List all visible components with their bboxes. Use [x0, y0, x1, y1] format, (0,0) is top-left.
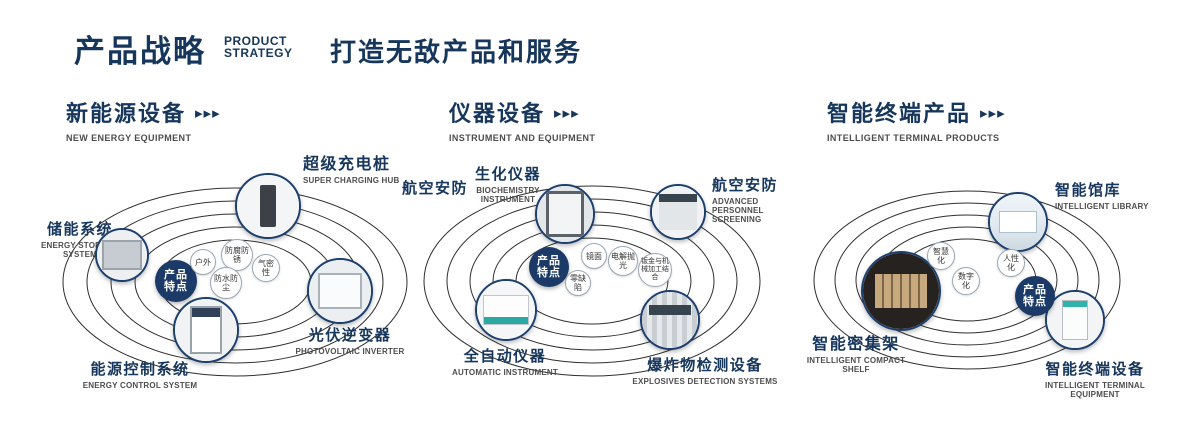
biochemistry-instrument-image [537, 186, 593, 242]
page-slogan: 打造无敌产品和服务 [330, 37, 583, 67]
feature-bubble-zero-defect: 零缺陷 [565, 270, 591, 296]
product-label-energy-control: 能源控制系统 ENERGY CONTROL SYSTEM [82, 361, 198, 390]
product-label-personnel-screening: 航空安防 ADVANCED PERSONNEL SCREENING [712, 177, 779, 224]
product-circle-personnel-screening [650, 184, 706, 240]
product-features-badge: 产品 特点 [1015, 276, 1055, 316]
page-title-en-line2: STRATEGY [224, 46, 293, 60]
product-label-biochemistry: 生化仪器 BIOCHEMISTRY INSTRUMENT [474, 166, 541, 204]
product-label-energy-storage: 储能系统 ENERGY STORAGE SYSTEM [40, 221, 120, 259]
page-title-en-line1: PRODUCT [224, 34, 287, 48]
feature-bubble-intelligent: 智慧化 [927, 242, 955, 270]
triple-arrow-icon: ▸▸▸ [195, 105, 221, 122]
section-title: 仪器设备 [449, 101, 546, 126]
product-circle-energy-storage [95, 228, 149, 282]
product-label-photovoltaic-inverter: 光伏逆变器 PHOTOVOLTAIC INVERTER [295, 327, 405, 356]
section-subtitle: INSTRUMENT AND EQUIPMENT [449, 133, 596, 143]
feature-bubble-electropolishing: 电解抛光 [608, 246, 638, 276]
feature-bubble-outdoor: 户外 [190, 249, 216, 275]
feature-bubble-sheetmetal-machining: 钣金与机械加工结合 [638, 253, 672, 287]
explosives-detection-image [642, 292, 698, 348]
page-title-en: PRODUCT STRATEGY [224, 35, 292, 59]
intelligent-terminal-image [1047, 292, 1103, 348]
feature-bubble-digital: 数字化 [952, 267, 980, 295]
feature-bubble-airtightness: 气密性 [252, 254, 280, 282]
energy-storage-image [97, 230, 147, 280]
energy-control-image [175, 299, 237, 361]
feature-bubble-mirror-finish: 镜面 [581, 243, 607, 269]
triple-arrow-icon: ▸▸▸ [554, 105, 580, 122]
personnel-screening-image [652, 186, 704, 238]
feature-bubble-humanized: 人性化 [997, 249, 1025, 277]
section-header-new-energy: 新能源设备 ▸▸▸ NEW ENERGY EQUIPMENT [66, 96, 221, 143]
section-title: 新能源设备 [66, 101, 187, 126]
product-circle-compact-shelf [861, 251, 941, 331]
product-circle-super-charging-hub [235, 173, 301, 239]
product-circle-automatic-instrument [475, 279, 537, 341]
label-aviation-security: 航空安防 [402, 180, 469, 197]
page-title: 产品战略 [74, 34, 206, 69]
intelligent-library-image [990, 194, 1046, 250]
section-header-intelligent-terminal: 智能终端产品 ▸▸▸ INTELLIGENT TERMINAL PRODUCTS [827, 96, 1006, 143]
photovoltaic-inverter-image [309, 260, 371, 322]
product-label-compact-shelf: 智能密集架 INTELLIGENT COMPACT SHELF [806, 336, 906, 374]
product-circle-explosives-detection [640, 290, 700, 350]
product-circle-intelligent-library [988, 192, 1048, 252]
compact-shelf-image [863, 253, 939, 329]
section-subtitle: NEW ENERGY EQUIPMENT [66, 133, 192, 143]
product-circle-biochemistry [535, 184, 595, 244]
product-label-explosives-detection: 爆炸物检测设备 EXPLOSIVES DETECTION SYSTEMS [632, 357, 778, 386]
section-title: 智能终端产品 [827, 101, 972, 126]
section-header-instruments: 仪器设备 ▸▸▸ INSTRUMENT AND EQUIPMENT [449, 96, 595, 143]
triple-arrow-icon: ▸▸▸ [980, 105, 1006, 122]
product-circle-photovoltaic-inverter [307, 258, 373, 324]
charging-pile-image [237, 175, 299, 237]
automatic-instrument-image [477, 281, 535, 339]
product-circle-energy-control [173, 297, 239, 363]
product-circle-intelligent-terminal [1045, 290, 1105, 350]
product-label-super-charging-hub: 超级充电桩 SUPER CHARGING HUB [303, 156, 400, 185]
product-label-intelligent-terminal: 智能终端设备 INTELLIGENT TERMINAL EQUIPMENT [1045, 361, 1145, 399]
feature-bubble-waterproof: 防水防尘 [210, 267, 242, 299]
product-label-automatic-instrument: 全自动仪器 AUTOMATIC INSTRUMENT [452, 348, 558, 377]
section-subtitle: INTELLIGENT TERMINAL PRODUCTS [827, 133, 1000, 143]
product-features-badge: 产品 特点 [529, 247, 569, 287]
product-label-intelligent-library: 智能馆库 INTELLIGENT LIBRARY [1055, 182, 1149, 211]
